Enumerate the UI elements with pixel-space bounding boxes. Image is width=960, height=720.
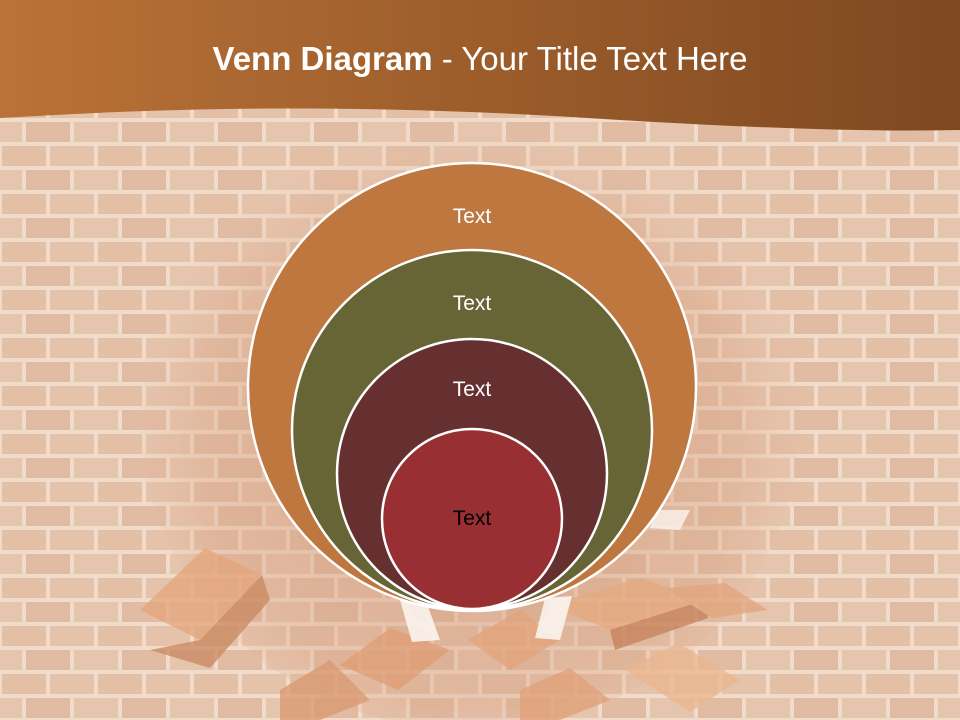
title-bold: Venn Diagram [212,40,433,77]
venn-label-outer: Text [452,205,492,228]
wall-crack [400,598,440,642]
falling-bricks [140,548,768,720]
wall-crack [535,596,572,640]
venn-label-inner: Text [452,507,492,530]
slide-title: Venn Diagram - Your Title Text Here [0,40,960,78]
venn-label-second: Text [452,292,492,315]
venn-circle-inner [380,427,564,611]
title-rest: - Your Title Text Here [432,40,748,77]
venn-label-third: Text [452,378,492,401]
header-banner [0,0,960,131]
wall-crack [650,510,690,530]
